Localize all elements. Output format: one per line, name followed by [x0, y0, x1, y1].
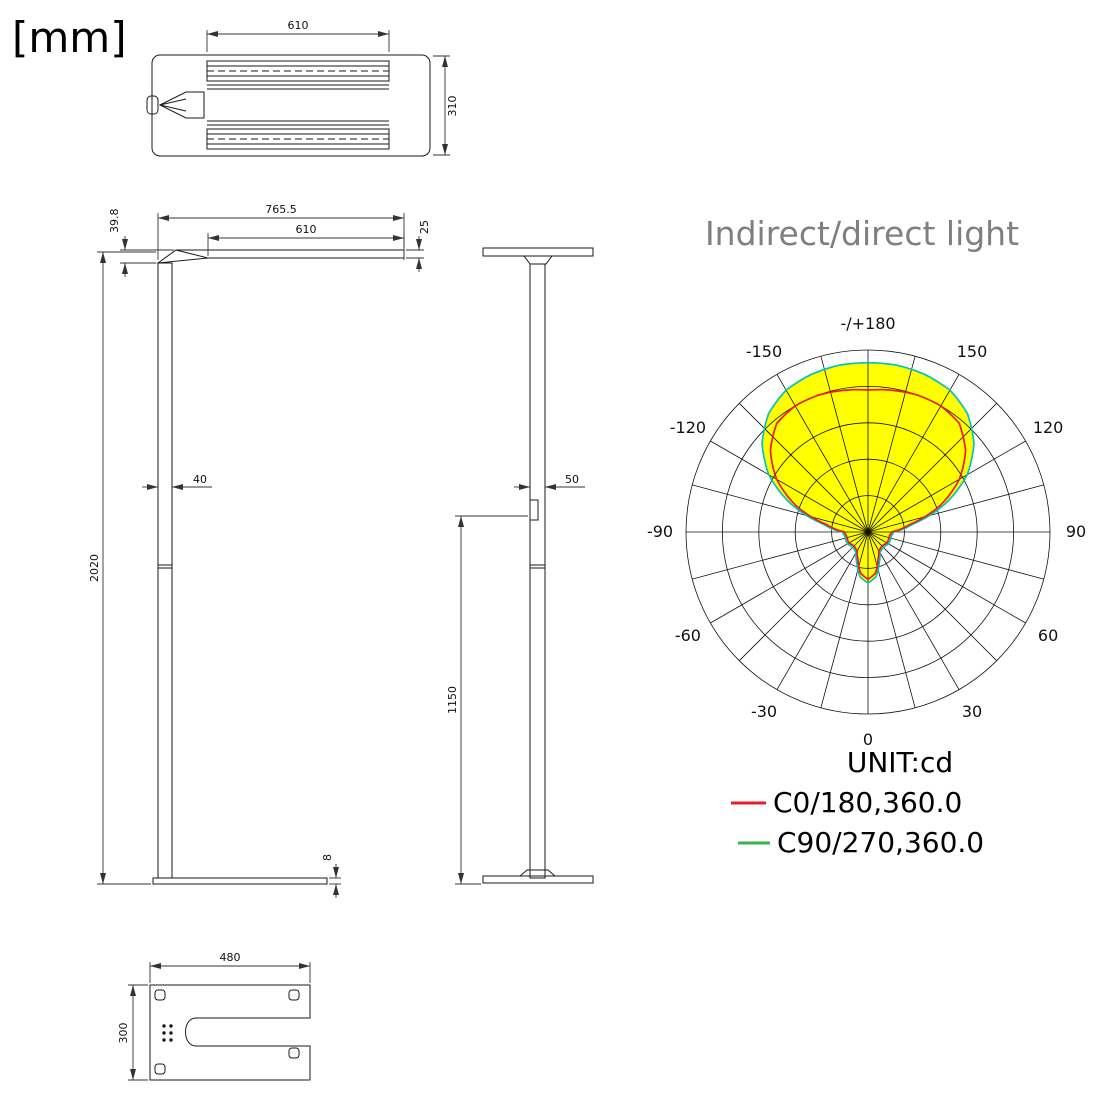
angle-label: 60	[1038, 626, 1058, 645]
grid-spoke	[710, 531, 869, 624]
curve-C0/180,360.0	[769, 388, 967, 581]
dim-base-width-label: 480	[220, 951, 241, 964]
grid-spoke	[867, 531, 1044, 580]
dimension-top-depth: 310	[433, 55, 459, 156]
grid-spoke	[739, 531, 869, 661]
units-label: [mm]	[12, 13, 127, 62]
grid-spoke	[867, 531, 916, 708]
angle-label: -30	[751, 702, 777, 721]
angle-label: 120	[1033, 418, 1064, 437]
dim-base-thickness-label: 8	[321, 854, 334, 861]
legend-label-c90: C90/270,360.0	[777, 826, 984, 859]
front-view-base	[152, 877, 328, 885]
polar-legend: UNIT:cd C0/180,360.0 C90/270,360.0	[731, 746, 984, 859]
top-view-pole-mount	[146, 95, 159, 115]
dimension-head-thickness: 25	[406, 220, 431, 272]
side-view-pole	[529, 263, 546, 879]
top-view-housing	[151, 54, 431, 157]
dim-total-height-label: 2020	[88, 554, 101, 582]
polar-title: Indirect/direct light	[705, 214, 1019, 253]
polar-plot-area: -/+180 150 120 90 60 30 0 -30 -60 -90 -120 -150	[647, 314, 1086, 749]
grid-spoke	[776, 531, 869, 690]
grid-spoke	[867, 531, 1026, 624]
angle-label: 30	[962, 702, 982, 721]
dim-top-depth-label: 310	[446, 96, 459, 117]
base-plate-outline	[149, 984, 311, 1081]
grid-spoke	[739, 403, 869, 533]
grid-spoke	[867, 531, 960, 690]
grid-spoke	[692, 484, 869, 533]
base-plate-view: 480 300	[117, 951, 311, 1081]
dimension-head-width: 610	[207, 223, 405, 260]
dimension-top-width: 610	[206, 19, 390, 52]
angle-label: -60	[675, 626, 701, 645]
angle-label: -120	[670, 418, 706, 437]
dim-head-left-height-label: 39.8	[108, 209, 121, 234]
dim-top-width-label: 610	[288, 19, 309, 32]
dim-pole-width-label: 40	[193, 473, 207, 486]
grid-spoke	[867, 374, 960, 533]
dimension-base-width: 480	[149, 951, 311, 983]
dimension-total-height: 2020	[88, 251, 156, 885]
base-hole	[154, 989, 166, 1001]
grid-spoke	[867, 356, 916, 533]
front-view-head	[156, 249, 405, 264]
polar-chart: -/+180 150 120 90 60 30 0 -30 -60 -90 -120 -150	[647, 314, 1086, 749]
dimension-pole-width: 40	[142, 473, 212, 490]
base-hole	[154, 1063, 166, 1075]
grid-spoke	[710, 440, 869, 533]
grid-spoke	[867, 484, 1044, 533]
base-hole	[288, 1047, 300, 1059]
curve-C90/270,360.0	[761, 361, 975, 585]
angle-label: 150	[957, 342, 988, 361]
dimension-base-thickness: 8	[321, 854, 341, 898]
polar-unit-label: UNIT:cd	[847, 746, 953, 779]
grid-spoke	[692, 531, 869, 580]
legend-label-c0: C0/180,360.0	[773, 786, 962, 819]
dimension-base-depth: 300	[117, 984, 148, 1081]
dim-base-depth-label: 300	[117, 1023, 130, 1044]
dim-pole-depth-label: 50	[565, 473, 579, 486]
dim-head-total-width-label: 765.5	[265, 203, 297, 216]
grid-spoke	[867, 531, 997, 661]
angle-label: -150	[746, 342, 782, 361]
grid-spoke	[867, 403, 997, 533]
angle-label: 0	[863, 730, 873, 749]
side-view-base	[482, 875, 594, 884]
dimension-head-total-width: 765.5	[157, 203, 405, 260]
dim-switch-height-label: 1150	[446, 686, 459, 714]
top-view: 610 310	[146, 19, 459, 157]
base-hole	[288, 989, 300, 1001]
dim-head-thickness-label: 25	[418, 220, 431, 234]
angle-label: 90	[1066, 522, 1086, 541]
dimension-head-left-height: 39.8	[108, 209, 174, 277]
grid-spoke	[820, 531, 869, 708]
dim-head-width-label: 610	[296, 223, 317, 236]
dimension-pole-depth: 50	[514, 473, 585, 490]
side-view: 50 1150	[446, 247, 594, 885]
base-screw-dots	[162, 1024, 173, 1042]
grid-spoke	[776, 374, 869, 533]
grid-spoke	[867, 440, 1026, 533]
front-view: 765.5 610 39.8 25 40	[88, 203, 431, 898]
grid-spoke	[820, 356, 869, 533]
side-view-switch	[529, 499, 539, 521]
side-view-head	[482, 247, 594, 257]
dimension-switch-height: 1150	[446, 515, 528, 885]
angle-label: -/+180	[840, 314, 895, 333]
front-view-pole	[157, 262, 173, 879]
angle-label: -90	[647, 522, 673, 541]
